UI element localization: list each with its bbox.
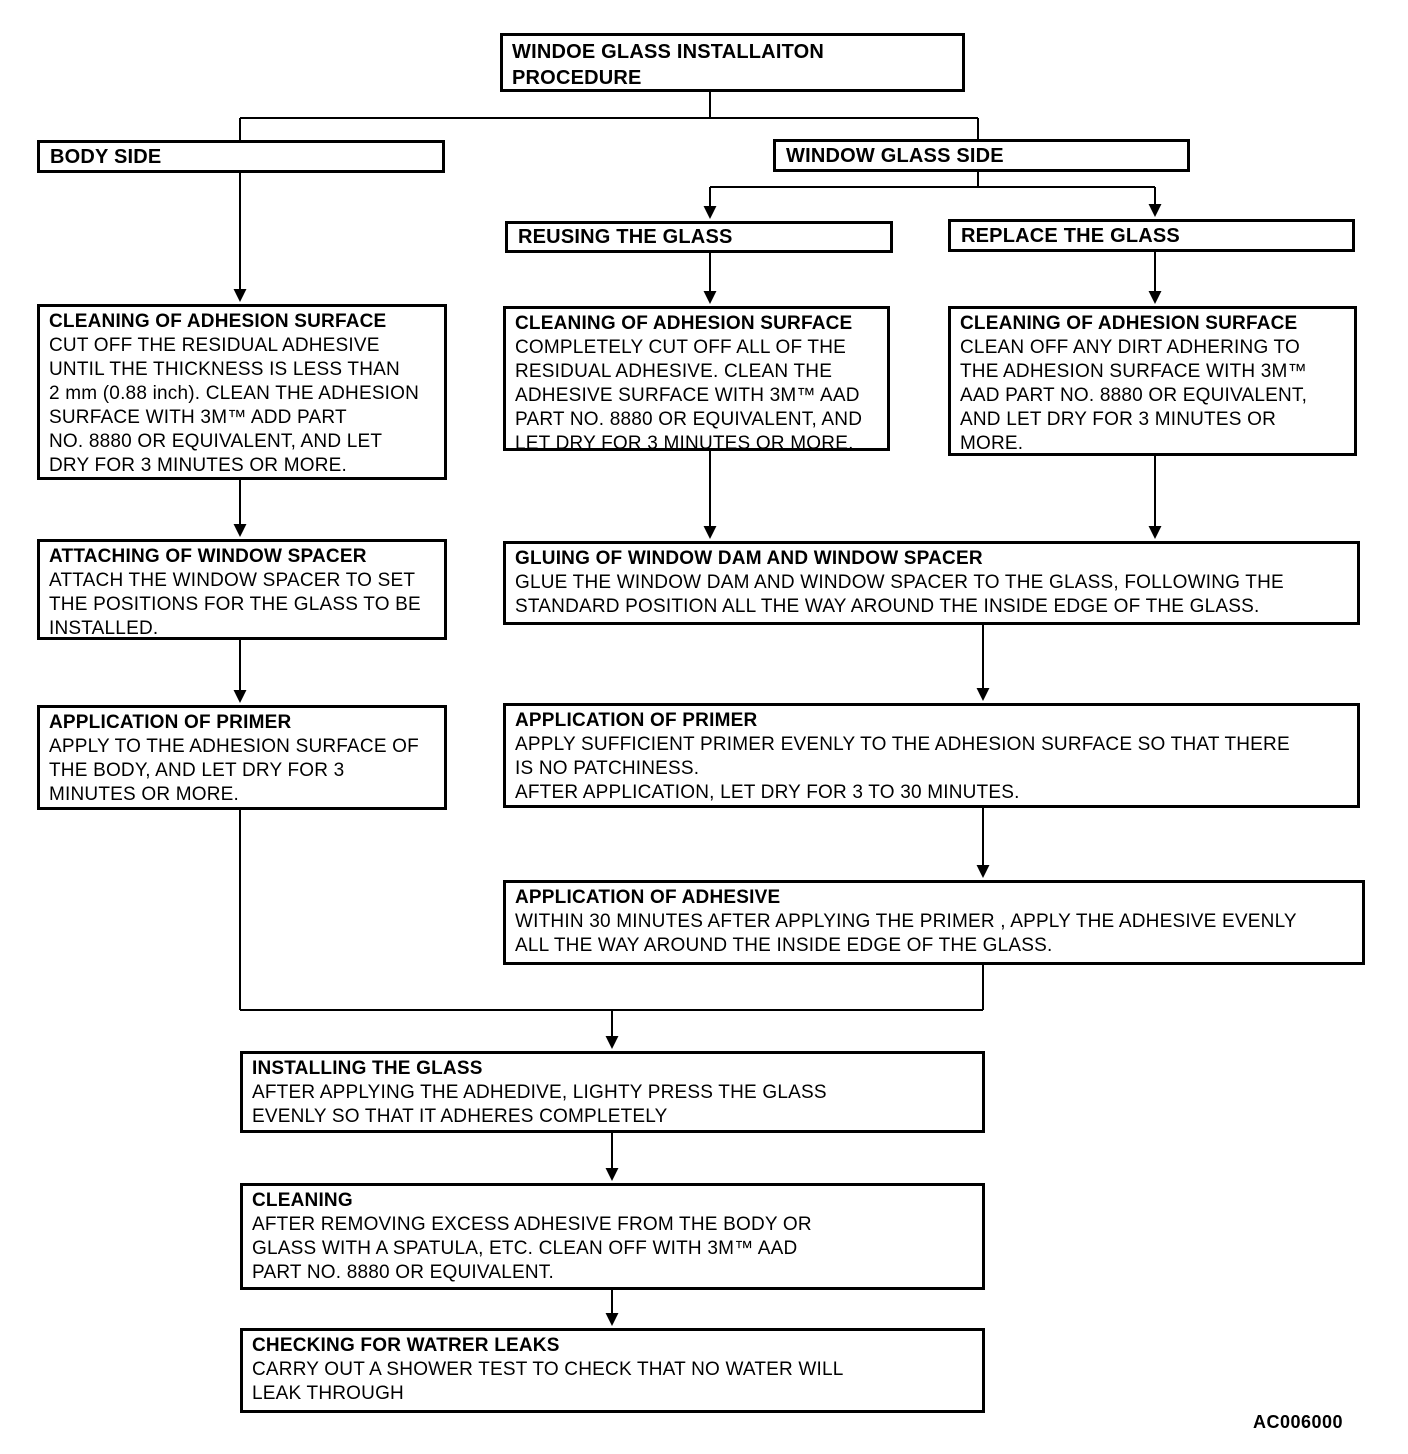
- flow-node-attaching-spacer: ATTACHING OF WINDOW SPACER ATTACH THE WI…: [37, 539, 447, 640]
- node-body: CARRY OUT A SHOWER TEST TO CHECK THAT NO…: [252, 1359, 844, 1404]
- node-body: CLEAN OFF ANY DIRT ADHERING TO THE ADHES…: [960, 337, 1308, 454]
- node-body: APPLY TO THE ADHESION SURFACE OF THE BOD…: [49, 736, 419, 805]
- node-title: WINDOW GLASS SIDE: [786, 144, 1004, 167]
- node-body: AFTER REMOVING EXCESS ADHESIVE FROM THE …: [252, 1214, 812, 1283]
- node-body: ATTACH THE WINDOW SPACER TO SET THE POSI…: [49, 570, 421, 639]
- node-title: INSTALLING THE GLASS: [252, 1058, 483, 1079]
- flow-node-reuse-cleaning: CLEANING OF ADHESION SURFACE COMPLETELY …: [503, 306, 890, 451]
- flow-node-adhesive: APPLICATION OF ADHESIVE WITHIN 30 MINUTE…: [503, 880, 1365, 965]
- flow-node-glass-primer: APPLICATION OF PRIMER APPLY SUFFICIENT P…: [503, 703, 1360, 808]
- node-body: CUT OFF THE RESIDUAL ADHESIVE UNTIL THE …: [49, 335, 420, 476]
- node-title: BODY SIDE: [50, 145, 162, 168]
- node-title: APPLICATION OF PRIMER: [49, 712, 292, 733]
- node-title: APPLICATION OF ADHESIVE: [515, 887, 781, 908]
- node-body: WITHIN 30 MINUTES AFTER APPLYING THE PRI…: [515, 911, 1297, 956]
- node-title: WINDOE GLASS INSTALLAITON PROCEDURE: [512, 41, 825, 89]
- flow-node-replace-the-glass: REPLACE THE GLASS: [948, 219, 1355, 252]
- flow-node-body-cleaning: CLEANING OF ADHESION SURFACE CUT OFF THE…: [37, 304, 447, 480]
- node-body: GLUE THE WINDOW DAM AND WINDOW SPACER TO…: [515, 572, 1284, 617]
- flow-node-reusing-the-glass: REUSING THE GLASS: [505, 221, 893, 253]
- flow-node-water-leak-check: CHECKING FOR WATRER LEAKS CARRY OUT A SH…: [240, 1328, 985, 1413]
- flow-node-procedure-title: WINDOE GLASS INSTALLAITON PROCEDURE: [500, 33, 965, 92]
- node-title: REPLACE THE GLASS: [961, 224, 1180, 247]
- node-title: CLEANING OF ADHESION SURFACE: [960, 313, 1298, 334]
- flow-node-body-primer: APPLICATION OF PRIMER APPLY TO THE ADHES…: [37, 705, 447, 810]
- node-title: CLEANING: [252, 1190, 353, 1211]
- node-body: APPLY SUFFICIENT PRIMER EVENLY TO THE AD…: [515, 734, 1290, 803]
- node-title: REUSING THE GLASS: [518, 226, 733, 248]
- flow-node-installing: INSTALLING THE GLASS AFTER APPLYING THE …: [240, 1051, 985, 1133]
- flow-node-body-side: BODY SIDE: [37, 140, 445, 173]
- node-title: CLEANING OF ADHESION SURFACE: [515, 313, 853, 334]
- flow-node-window-glass-side: WINDOW GLASS SIDE: [773, 139, 1190, 172]
- figure-code: AC006000: [1253, 1412, 1344, 1432]
- node-body: COMPLETELY CUT OFF ALL OF THE RESIDUAL A…: [515, 337, 863, 451]
- node-body: AFTER APPLYING THE ADHEDIVE, LIGHTY PRES…: [252, 1082, 827, 1127]
- node-title: CHECKING FOR WATRER LEAKS: [252, 1335, 560, 1356]
- node-title: APPLICATION OF PRIMER: [515, 710, 758, 731]
- flow-node-replace-cleaning: CLEANING OF ADHESION SURFACE CLEAN OFF A…: [948, 306, 1357, 456]
- flow-node-gluing-dam-spacer: GLUING OF WINDOW DAM AND WINDOW SPACER G…: [503, 541, 1360, 625]
- node-title: CLEANING OF ADHESION SURFACE: [49, 311, 387, 332]
- node-title: ATTACHING OF WINDOW SPACER: [49, 546, 367, 567]
- flow-node-final-cleaning: CLEANING AFTER REMOVING EXCESS ADHESIVE …: [240, 1183, 985, 1290]
- node-title: GLUING OF WINDOW DAM AND WINDOW SPACER: [515, 548, 983, 569]
